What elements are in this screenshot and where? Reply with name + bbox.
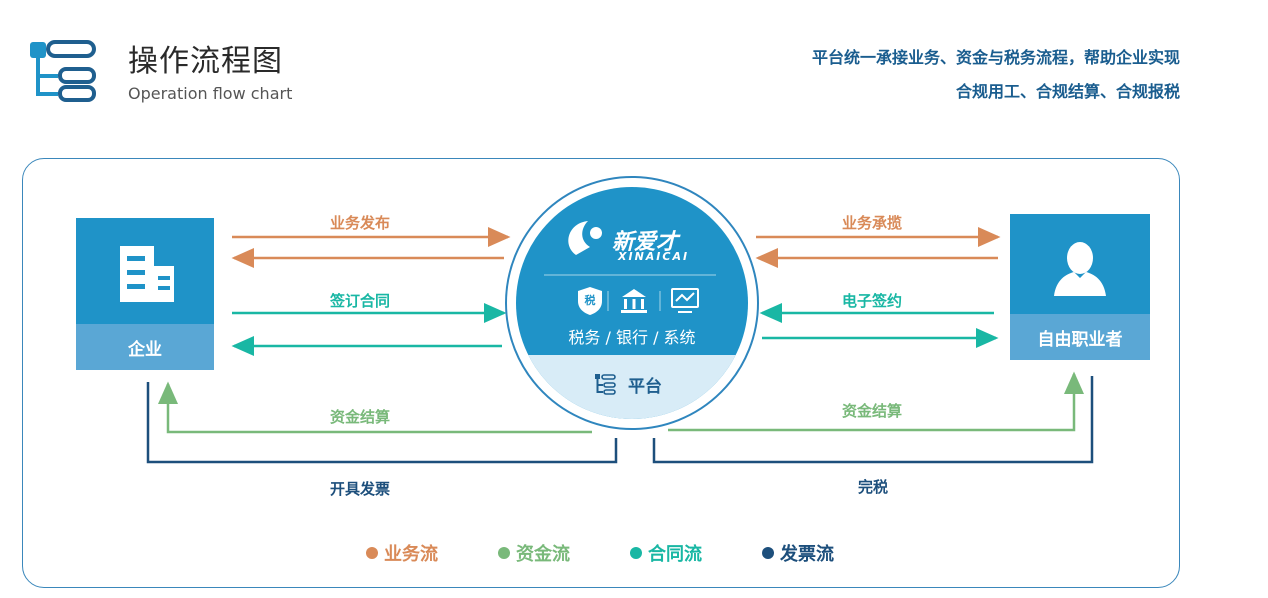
legend-item-contract: 合同流 xyxy=(630,540,702,566)
freelancer-node: 自由职业者 xyxy=(1010,214,1150,360)
legend: 业务流 资金流 合同流 发票流 xyxy=(0,540,1200,566)
flow-label-invoice: 开具发票 xyxy=(330,480,391,498)
slogan-line-1: 平台统一承接业务、资金与税务流程，帮助企业实现 xyxy=(811,48,1180,67)
money-arrow-to-freelancer xyxy=(668,371,1084,432)
tax-line xyxy=(652,376,1094,464)
legend-dot-invoice xyxy=(762,547,774,559)
slogan-line-2: 合规用工、合规结算、合规报税 xyxy=(955,82,1180,101)
legend-dot-money xyxy=(498,547,510,559)
flow-label-contract-sign: 签订合同 xyxy=(330,292,391,310)
flow-label-business-publish: 业务发布 xyxy=(330,214,391,232)
flow-label-settlement-left: 资金结算 xyxy=(330,408,391,426)
page-title: 操作流程图 xyxy=(128,44,283,79)
freelancer-label: 自由职业者 xyxy=(1010,314,1150,360)
enterprise-node: 企业 xyxy=(76,218,214,370)
legend-dot-business xyxy=(366,547,378,559)
legend-dot-contract xyxy=(630,547,642,559)
platform-flow-icon xyxy=(595,374,616,395)
tax-shield-icon xyxy=(578,287,602,315)
money-arrow-to-enterprise xyxy=(158,381,592,434)
invoice-line xyxy=(146,382,618,464)
xinaicai-logo-icon xyxy=(568,221,602,255)
platform-label: 平台 xyxy=(628,377,662,397)
flow-label-e-sign: 电子签约 xyxy=(842,292,903,310)
platform-logo-sub: XINAICAI xyxy=(618,250,690,263)
diagram-frame xyxy=(22,158,1180,588)
legend-label-business: 业务流 xyxy=(384,544,438,565)
legend-label-invoice: 发票流 xyxy=(780,544,834,565)
flow-label-tax-complete: 完税 xyxy=(858,478,889,496)
tax-badge-label: 税 xyxy=(584,294,596,307)
bank-icon xyxy=(621,289,647,313)
flow-label-settlement-right: 资金结算 xyxy=(842,402,903,420)
platform-services: 税务 / 银行 / 系统 xyxy=(568,328,696,347)
monitor-icon xyxy=(671,288,699,313)
legend-item-invoice: 发票流 xyxy=(762,540,834,566)
building-icon xyxy=(120,246,174,302)
page-subtitle: Operation flow chart xyxy=(128,84,293,103)
legend-item-business: 业务流 xyxy=(366,540,438,566)
flow-label-business-accept: 业务承揽 xyxy=(842,214,903,232)
legend-label-money: 资金流 xyxy=(516,544,570,565)
flowchart-icon xyxy=(30,40,96,102)
legend-label-contract: 合同流 xyxy=(648,544,702,565)
enterprise-label: 企业 xyxy=(76,324,214,370)
platform-node xyxy=(505,176,759,430)
legend-item-money: 资金流 xyxy=(498,540,570,566)
platform-logo-text: 新爱才 xyxy=(612,230,679,255)
person-icon xyxy=(1054,242,1106,296)
